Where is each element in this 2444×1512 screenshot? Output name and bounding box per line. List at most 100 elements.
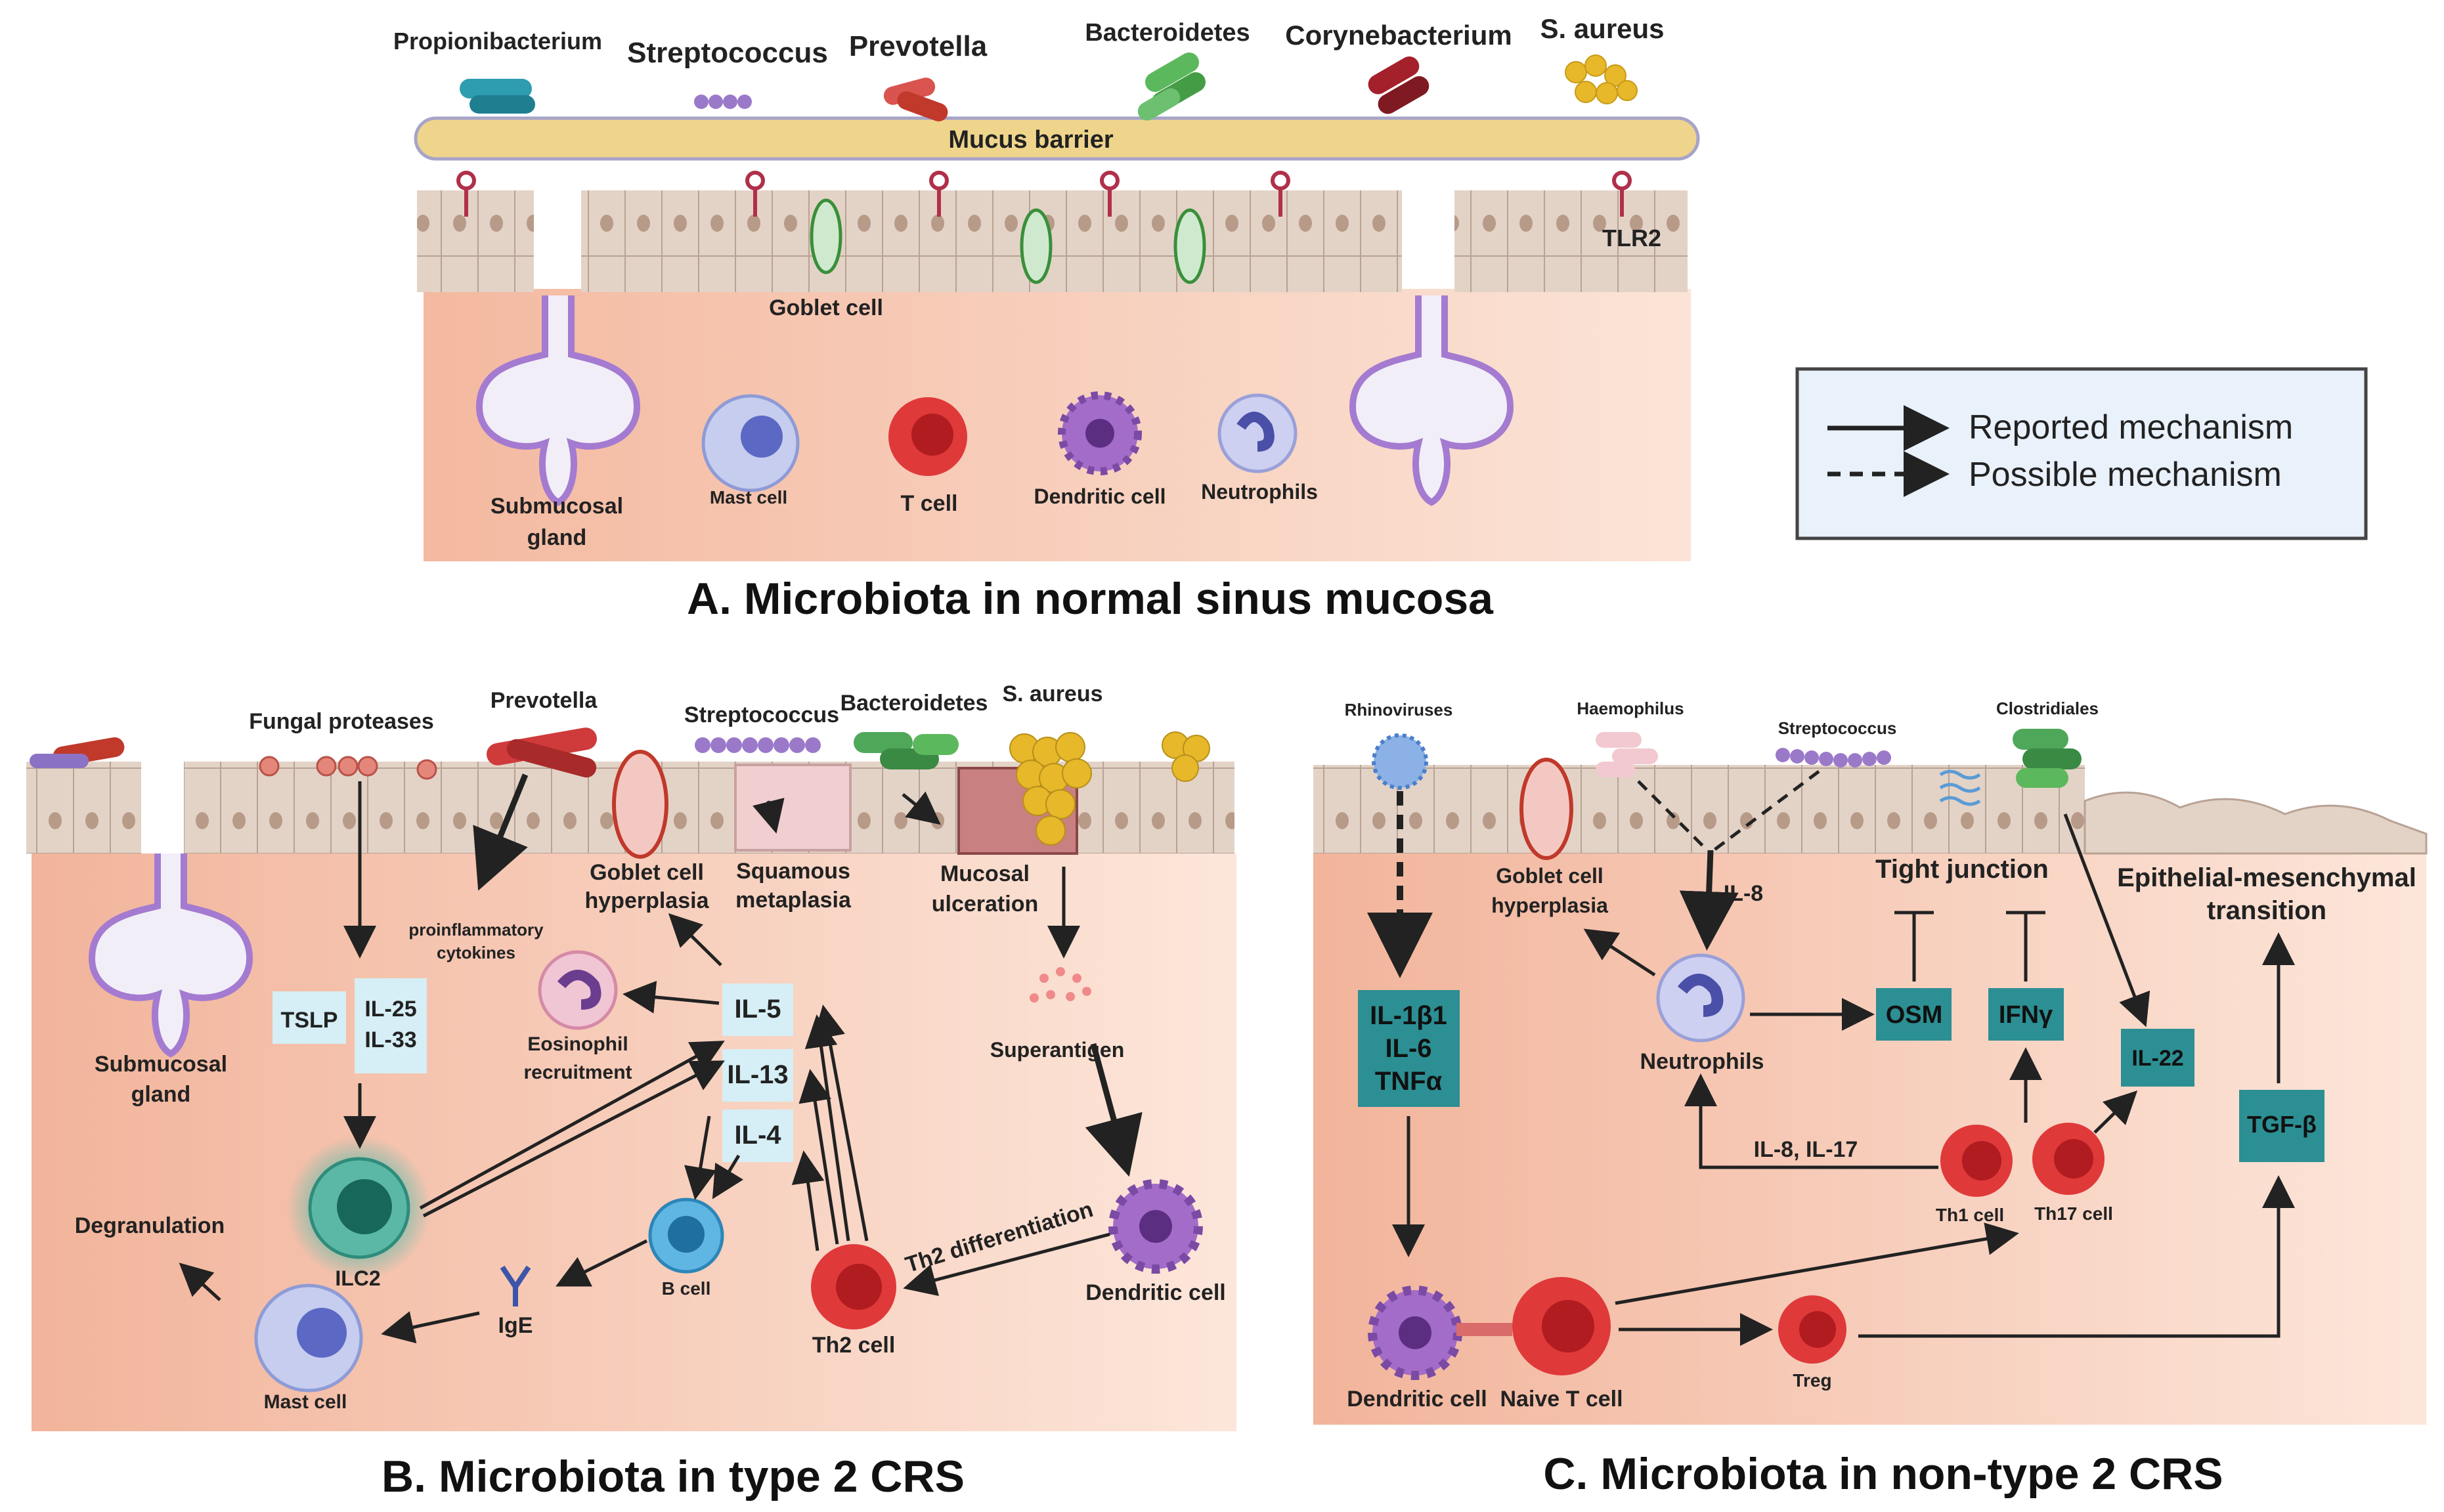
s-aureus-icon xyxy=(1565,54,1638,104)
label-tgfb: TGF-β xyxy=(2247,1111,2317,1138)
il13-box xyxy=(722,1049,793,1102)
label-il33: IL-33 xyxy=(364,1027,416,1052)
il22-box xyxy=(2121,1029,2194,1087)
epithelium-a1 xyxy=(417,190,534,292)
label-submucosal-gland-a-2: gland xyxy=(527,525,587,550)
label-th17-cell: Th17 cell xyxy=(2034,1203,2113,1224)
label-dendritic-cell-b: Dendritic cell xyxy=(1085,1280,1226,1305)
epithelium-a3 xyxy=(1454,190,1688,292)
label-clostridiales: Clostridiales xyxy=(1996,699,2099,718)
bacteroidetes-icon-b xyxy=(854,732,959,769)
label-emt-2: transition xyxy=(2207,896,2326,925)
mast-cell-icon-a xyxy=(701,394,800,492)
tight-junction-icon xyxy=(1939,769,1981,806)
label-propionibacterium: Propionibacterium xyxy=(393,28,602,54)
treg-icon xyxy=(1778,1295,1846,1364)
label-goblet-hyperplasia-c-2: hyperplasia xyxy=(1491,894,1608,917)
label-rhinoviruses: Rhinoviruses xyxy=(1345,700,1453,720)
naive-t-cell-icon xyxy=(1512,1277,1611,1375)
label-dendritic-cell-a: Dendritic cell xyxy=(1034,485,1166,508)
label-bacteroidetes-a: Bacteroidetes xyxy=(1085,19,1250,47)
propionibacterium-icon xyxy=(460,79,535,114)
label-osm: OSM xyxy=(1886,1001,1943,1029)
label-submucosal-gland-b-1: Submucosal xyxy=(95,1052,227,1077)
label-goblet-cell-a: Goblet cell xyxy=(769,295,883,320)
label-s-aureus-b: S. aureus xyxy=(1002,681,1102,706)
label-proinflammatory-2: cytokines xyxy=(437,943,515,962)
il5-box xyxy=(722,983,793,1036)
label-neutrophils-c: Neutrophils xyxy=(1640,1049,1764,1074)
dendritic-cell-icon-a xyxy=(1058,391,1142,475)
osm-box xyxy=(1876,988,1952,1041)
mucus-barrier-label: Mucus barrier xyxy=(948,126,1114,154)
label-haemophilus: Haemophilus xyxy=(1577,699,1684,718)
label-tlr2: TLR2 xyxy=(1602,225,1661,251)
label-streptococcus-c: Streptococcus xyxy=(1778,718,1897,738)
label-proinflammatory-1: proinflammatory xyxy=(408,920,544,940)
panel-a: Mucus barrier Propionibacterium Streptoc… xyxy=(393,13,1700,624)
bacteria-cluster-b-left xyxy=(30,737,125,768)
il4-box xyxy=(722,1110,793,1162)
label-b-cell: B cell xyxy=(662,1278,711,1299)
label-th1-cell: Th1 cell xyxy=(1936,1205,2004,1225)
cilia-a xyxy=(417,164,1688,190)
panel-c-title: C. Microbiota in non-type 2 CRS xyxy=(1543,1449,2223,1499)
label-goblet-hyperplasia-b-2: hyperplasia xyxy=(585,888,710,913)
label-prevotella-a: Prevotella xyxy=(849,30,988,62)
label-ilc2: ILC2 xyxy=(335,1266,380,1290)
epithelium-a2 xyxy=(581,190,1402,292)
label-degranulation: Degranulation xyxy=(75,1213,225,1238)
label-prevotella-b: Prevotella xyxy=(491,688,598,713)
legend-box xyxy=(1795,367,2368,540)
tslp-box xyxy=(273,991,346,1044)
rhinovirus-icon xyxy=(1372,733,1428,790)
t-cell-icon-a xyxy=(888,397,967,476)
submucosal-gland-icon-b xyxy=(88,853,253,1058)
il25-il33-box xyxy=(355,978,427,1073)
label-submucosal-gland-b-2: gland xyxy=(131,1082,191,1107)
label-corynebacterium: Corynebacterium xyxy=(1285,20,1512,51)
panel-c: Rhinoviruses Haemophilus Streptococcus C… xyxy=(1313,699,2428,1499)
label-il25: IL-25 xyxy=(364,997,416,1022)
panel-b-arrows xyxy=(179,773,1143,1344)
label-superantigen: Superantigen xyxy=(990,1038,1124,1062)
label-il13: IL-13 xyxy=(727,1060,788,1089)
panel-c-arrows xyxy=(1367,770,2295,1346)
submucosal-gland-icon-a1 xyxy=(475,295,641,506)
label-th2-cell: Th2 cell xyxy=(812,1333,896,1358)
label-ulceration-2: ulceration xyxy=(932,892,1038,917)
label-naive-t-cell: Naive T cell xyxy=(1500,1387,1623,1412)
th1-cell-icon xyxy=(1940,1125,2013,1197)
epithelium-b1 xyxy=(26,762,141,853)
legend: Reported mechanism Possible mechanism xyxy=(1795,367,2368,540)
mesenchymal-cells xyxy=(2084,791,2428,855)
label-neutrophils-a: Neutrophils xyxy=(1201,480,1318,504)
label-il1b: IL-1β1 xyxy=(1370,1001,1447,1030)
streptococcus-icon-b xyxy=(695,737,821,753)
label-streptococcus-a: Streptococcus xyxy=(627,37,828,69)
prevotella-icon xyxy=(883,77,948,121)
label-tight-junction: Tight junction xyxy=(1875,855,2049,884)
submucosal-gland-icon-a2 xyxy=(1349,295,1514,506)
tgfb-box xyxy=(2239,1090,2324,1162)
label-fungal-proteases: Fungal proteases xyxy=(249,709,434,734)
clostridiales-icon xyxy=(2013,729,2082,788)
prevotella-icon-b xyxy=(487,727,597,778)
legend-possible-label: Possible mechanism xyxy=(1969,456,2282,494)
fungal-protease-icons xyxy=(259,756,437,780)
cytokines-box xyxy=(1358,990,1460,1107)
corynebacterium-icon xyxy=(1368,56,1429,114)
label-ige: IgE xyxy=(498,1313,533,1338)
label-eosinophil-1: Eosinophil xyxy=(527,1033,628,1055)
mucus-barrier xyxy=(414,116,1700,161)
legend-reported-label: Reported mechanism xyxy=(1969,408,2293,446)
mast-cell-icon-b xyxy=(254,1284,363,1393)
label-emt-1: Epithelial-mesenchymal xyxy=(2117,863,2416,892)
label-il5: IL-5 xyxy=(734,995,781,1024)
th2-cell-icon xyxy=(811,1244,896,1329)
label-bacteroidetes-b: Bacteroidetes xyxy=(840,691,988,716)
label-ifng: IFNγ xyxy=(1999,1001,2053,1029)
label-treg: Treg xyxy=(1793,1370,1831,1391)
ilc2-icon xyxy=(308,1157,410,1259)
